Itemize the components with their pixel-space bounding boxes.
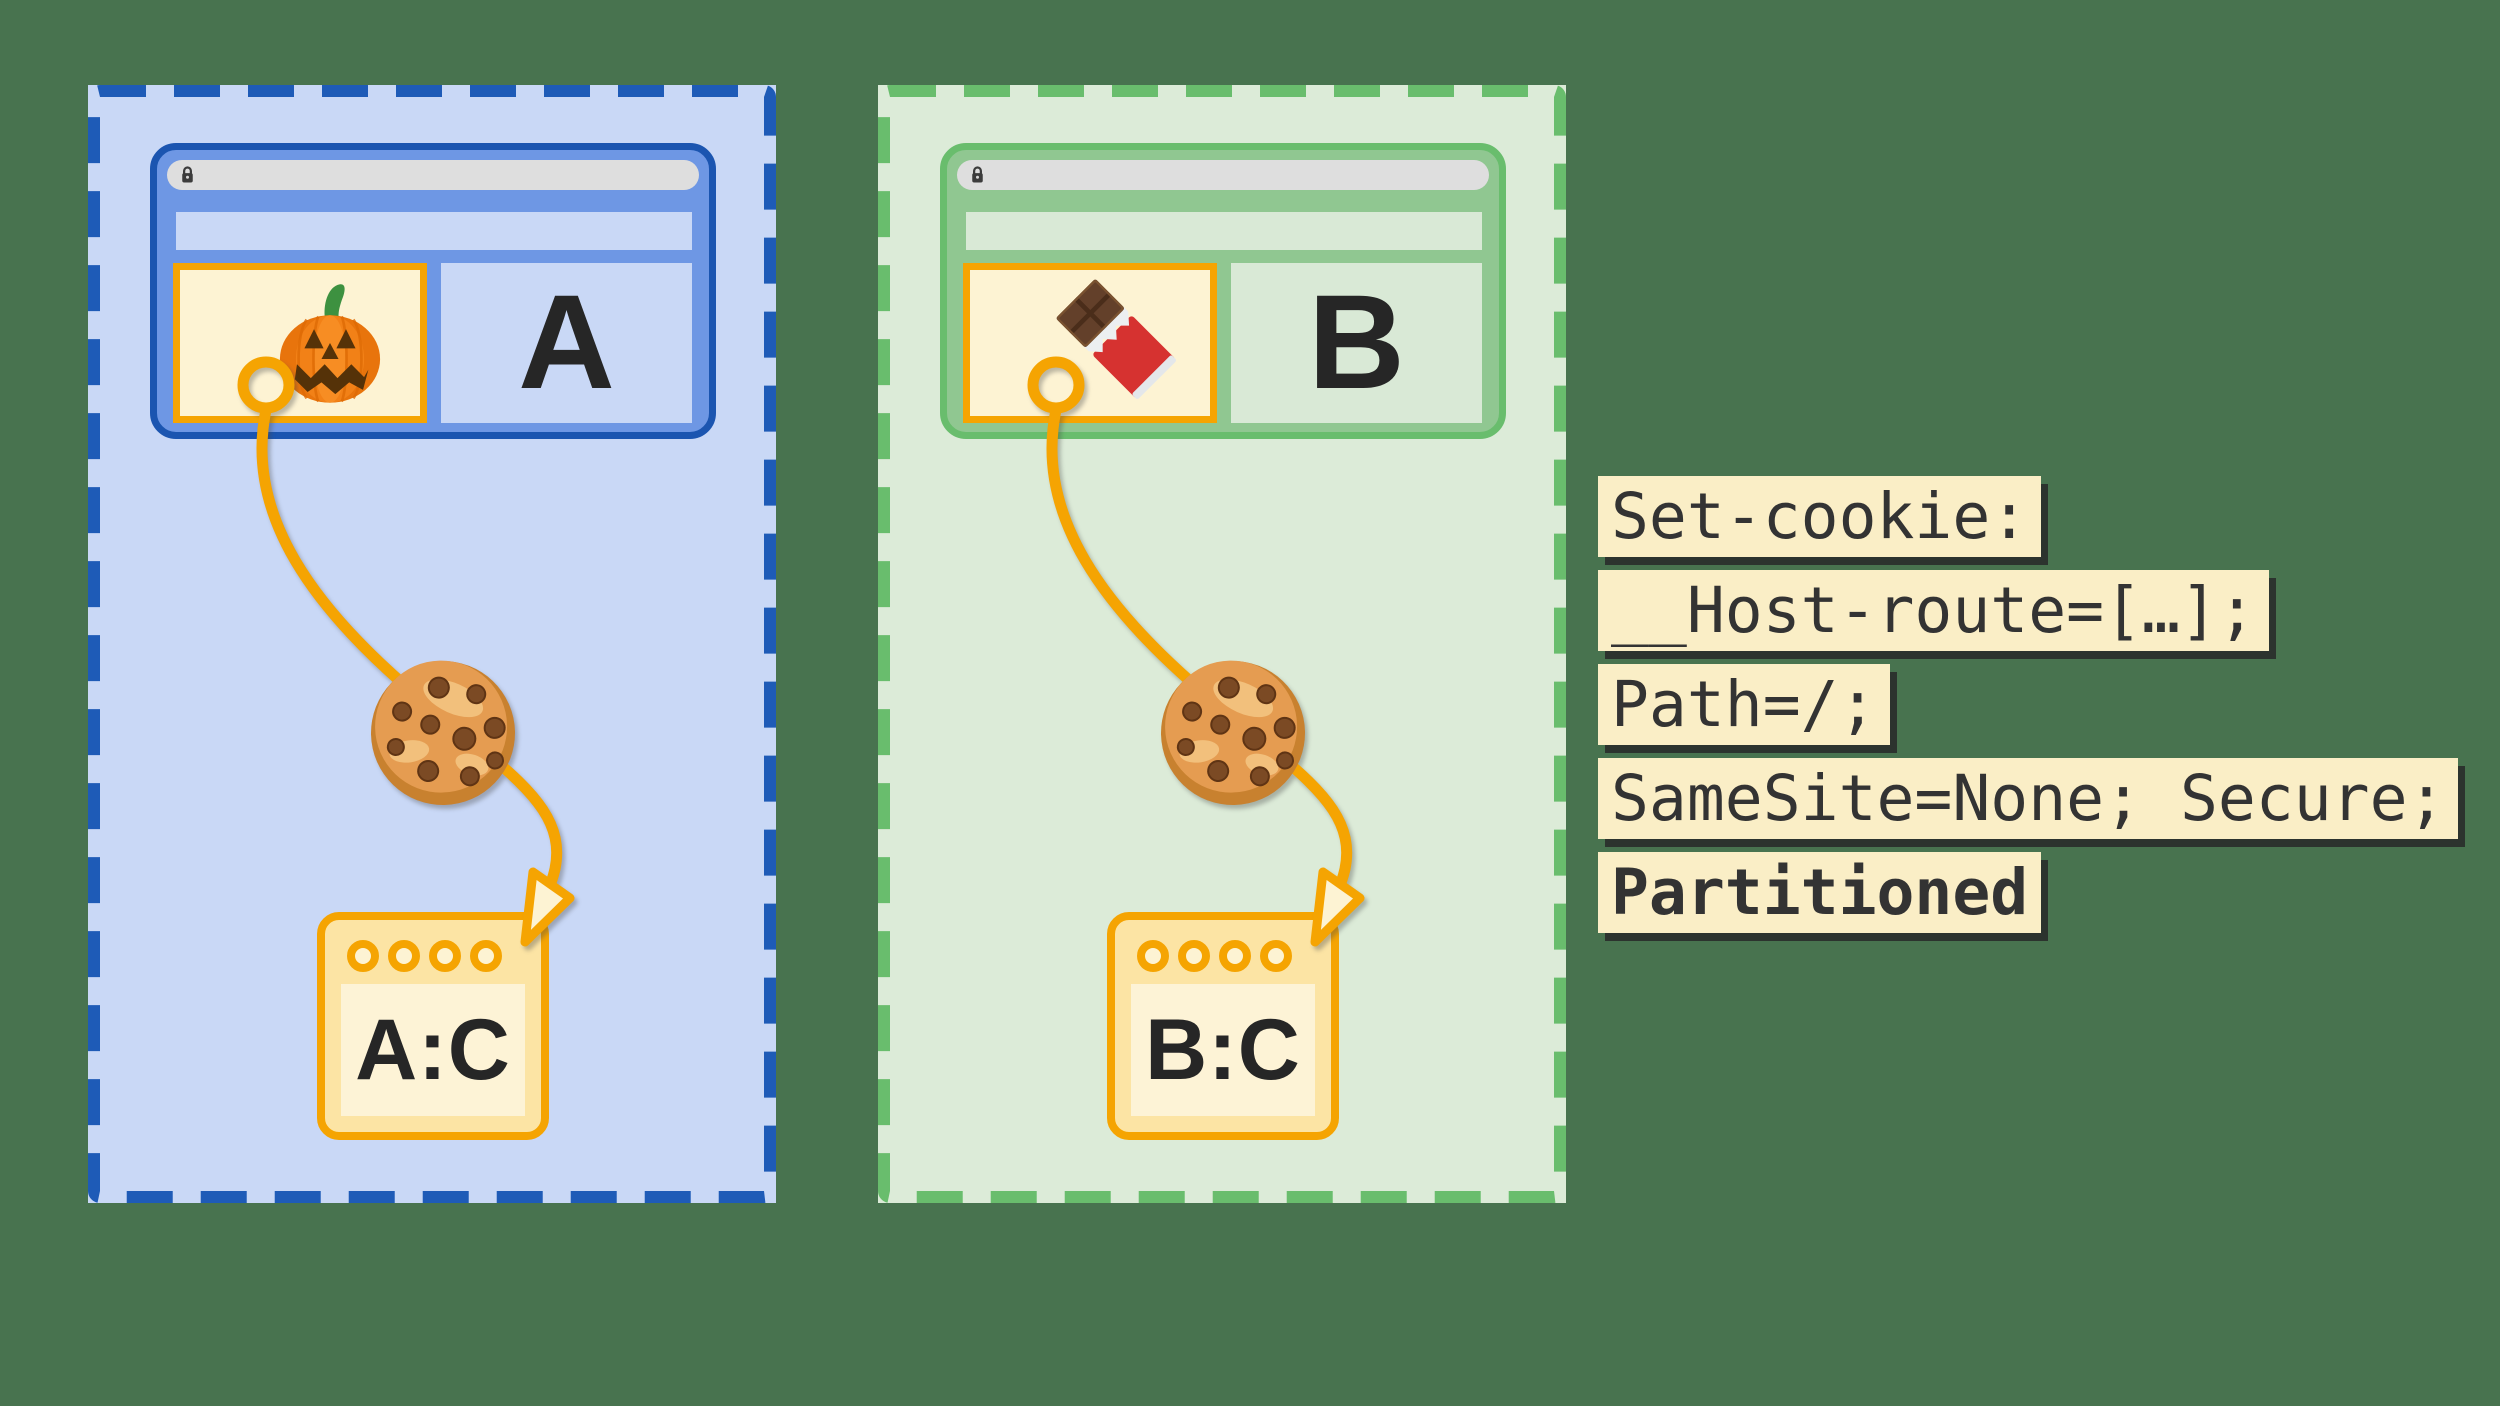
dot-icon xyxy=(1178,940,1210,972)
site-a-letter: A xyxy=(518,268,615,417)
site-a-address-bar xyxy=(167,160,699,190)
site-b-browser-window: B xyxy=(940,143,1506,439)
site-a-browser-window: A xyxy=(150,143,716,439)
dot-icon xyxy=(1260,940,1292,972)
code-line-set-cookie: Set-cookie: xyxy=(1598,476,2042,557)
site-a-third-party-embed-frame xyxy=(173,263,427,423)
site-a-content-row: A xyxy=(173,263,692,423)
code-line-partitioned: Partitioned xyxy=(1598,852,2042,933)
site-b-partitioned-cookie-jar: B:C xyxy=(1107,912,1339,1140)
site-a-page-bar xyxy=(176,212,692,250)
site-b-main-frame: B xyxy=(1231,263,1482,423)
site-a-partitioned-cookie-jar: A:C xyxy=(317,912,549,1140)
site-b-partition: B B:C xyxy=(878,85,1566,1203)
code-line-samesite: SameSite=None; Secure; xyxy=(1598,758,2459,839)
dot-icon xyxy=(470,940,502,972)
lock-icon xyxy=(972,166,983,183)
site-a-partition-key: A:C xyxy=(355,1001,511,1098)
cookie-jar-dots xyxy=(1137,940,1292,972)
jack-o-lantern-icon xyxy=(279,284,381,403)
chocolate-bar-icon xyxy=(1056,279,1176,399)
site-a-main-frame: A xyxy=(441,263,692,423)
dot-icon xyxy=(347,940,379,972)
code-line-path: Path=/; xyxy=(1598,664,1890,745)
dot-icon xyxy=(1219,940,1251,972)
cookie-jar-dots xyxy=(347,940,502,972)
dot-icon xyxy=(429,940,461,972)
dot-icon xyxy=(388,940,420,972)
site-b-third-party-embed-frame xyxy=(963,263,1217,423)
lock-icon xyxy=(182,166,193,183)
site-a-partition: A A:C xyxy=(88,85,776,1203)
site-b-partition-key-panel: B:C xyxy=(1131,984,1315,1116)
cookie-icon xyxy=(1161,660,1305,805)
site-b-page-bar xyxy=(966,212,1482,250)
dot-icon xyxy=(1137,940,1169,972)
site-b-address-bar xyxy=(957,160,1489,190)
cookie-icon xyxy=(371,660,515,805)
site-b-letter: B xyxy=(1308,268,1405,417)
site-a-partition-key-panel: A:C xyxy=(341,984,525,1116)
site-b-content-row: B xyxy=(963,263,1482,423)
set-cookie-header-snippet: Set-cookie: __Host-route=[…]; Path=/; Sa… xyxy=(1598,476,2459,946)
site-b-partition-key: B:C xyxy=(1145,1001,1301,1098)
code-line-host-route: __Host-route=[…]; xyxy=(1598,570,2269,651)
